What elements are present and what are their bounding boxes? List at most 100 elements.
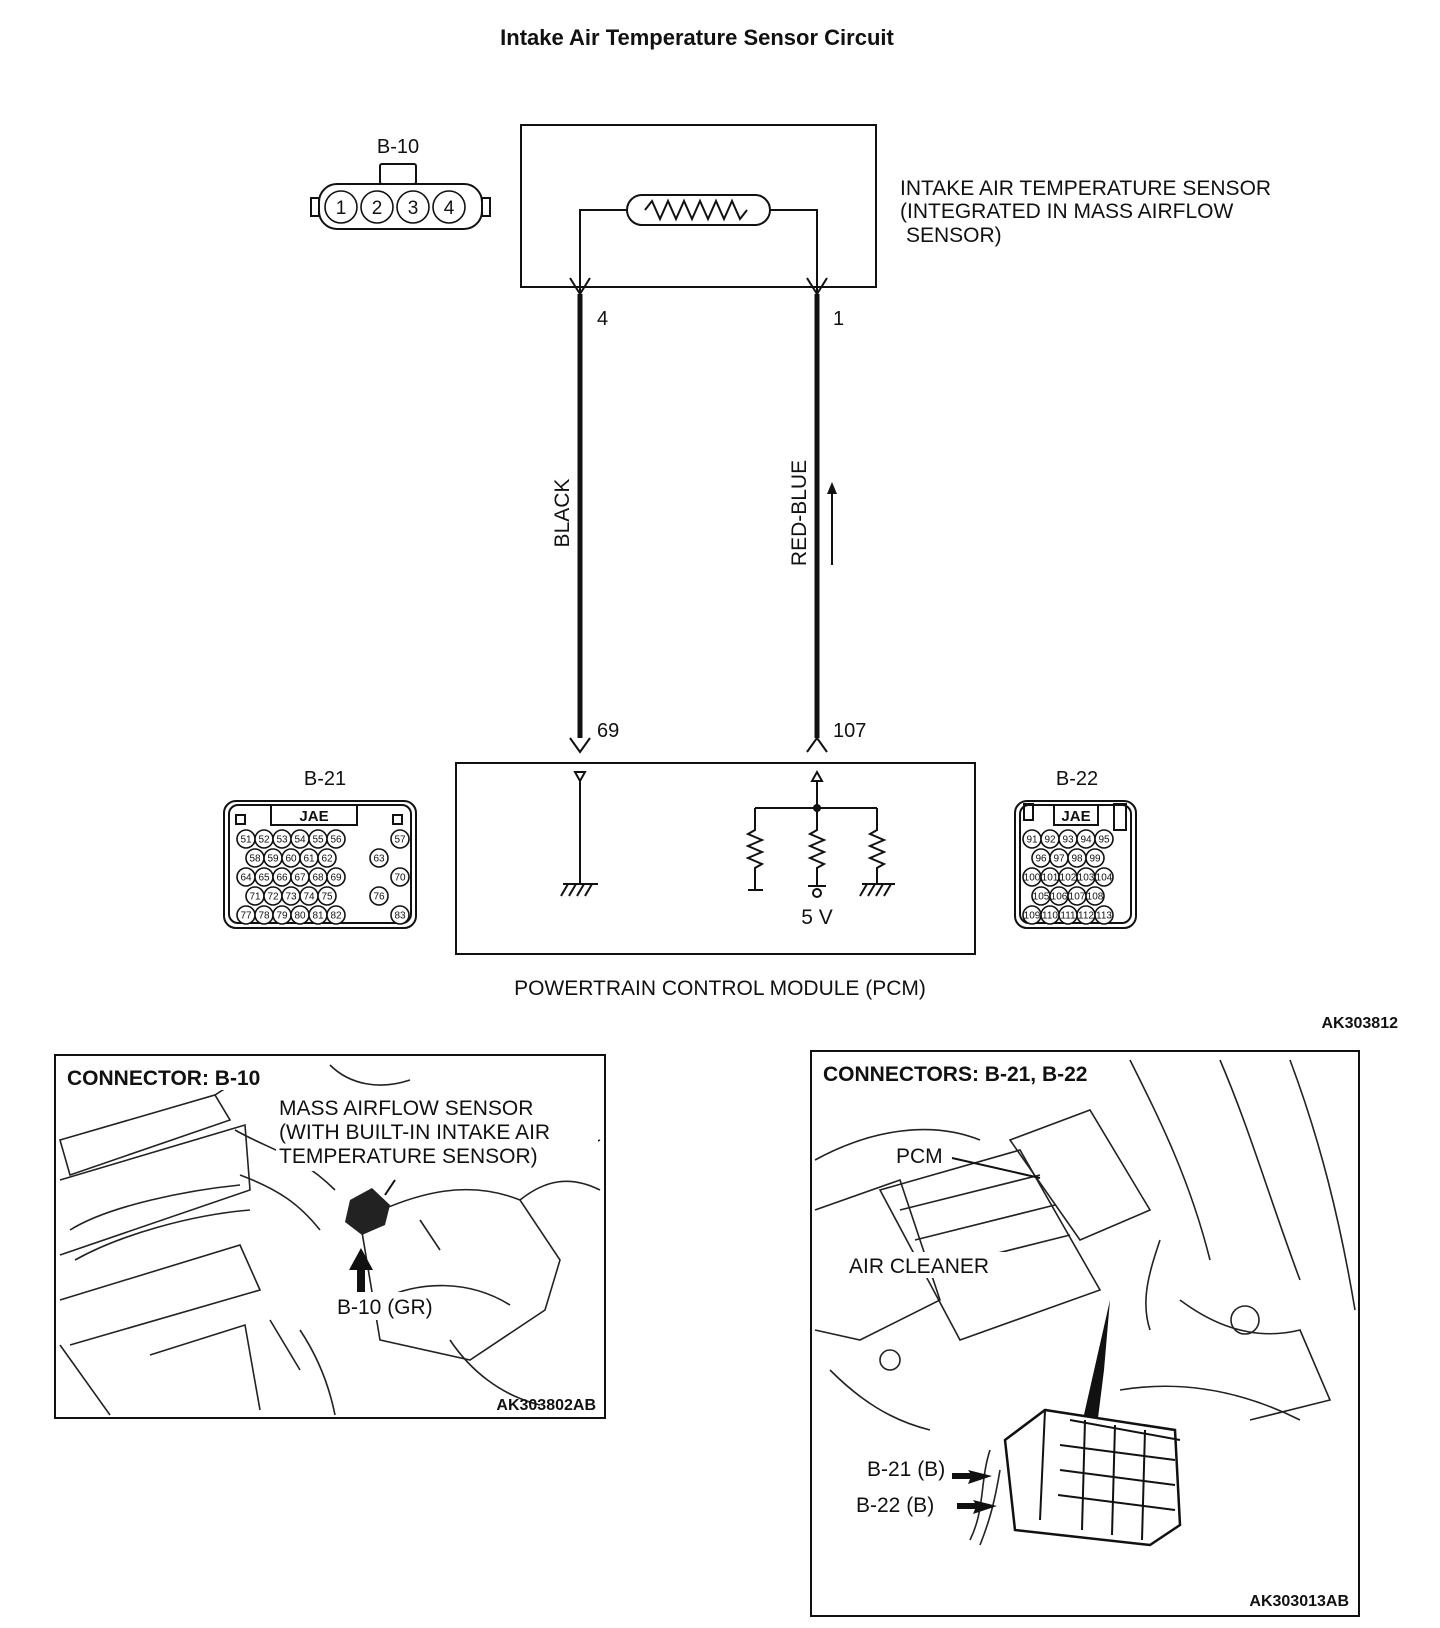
b22-pin-112: 112: [1078, 911, 1094, 922]
b21-pin-51: 51: [240, 835, 252, 846]
intake-air-temperature-sensor: [520, 124, 877, 292]
panel-right-title: CONNECTORS: B-21, B-22: [823, 1063, 1088, 1086]
panel-left-title: CONNECTOR: B-10: [67, 1067, 260, 1090]
pcm-label: POWERTRAIN CONTROL MODULE (PCM): [514, 977, 926, 1000]
b21-pin-59: 59: [267, 854, 279, 865]
b10-pin-3: 3: [408, 198, 419, 219]
b22-pin-96: 96: [1035, 854, 1047, 865]
sensor-label-line2: (INTEGRATED IN MASS AIRFLOW: [900, 200, 1233, 223]
b21-pin-57-circle: [390, 829, 410, 849]
connector-b10-pins: 1 2 3 4: [324, 190, 466, 224]
b22-pin-91: 91: [1026, 835, 1038, 846]
connector-b10-diagram: B-10 1 2 3 4: [310, 136, 491, 230]
pcm-voltage-label: 5 V: [801, 906, 833, 929]
b22-pin-113-circle: [1094, 905, 1114, 925]
b22-pin-108-circle: [1085, 886, 1105, 906]
b21-pin-72: 72: [267, 892, 279, 903]
pcm-pin69-terminal: [573, 771, 587, 784]
b21-pin-65: 65: [258, 873, 270, 884]
wire-red-blue-color-label: RED-BLUE: [788, 460, 811, 566]
pcm-connector-closeup: [969, 1408, 1182, 1547]
pcm-box: 5 V: [455, 762, 976, 955]
wire-black-sensor-pin: 4: [597, 308, 608, 330]
panel-connector-b10-location: CONNECTOR: B-10 MASS AIRFLOW SENSOR (WIT…: [54, 1054, 606, 1419]
connector-b22-maker: JAE: [1061, 808, 1090, 825]
b21-pin-68: 68: [312, 873, 324, 884]
b22-pin-104-circle: [1094, 867, 1114, 887]
b21-pin-56-circle: [326, 829, 346, 849]
b21-pin-54: 54: [294, 835, 306, 846]
b22-pin-94: 94: [1080, 835, 1092, 846]
b22-pin-102: 102: [1060, 873, 1077, 884]
b21-pin-77: 77: [240, 911, 252, 922]
diagram-code: AK303812: [1322, 1015, 1399, 1032]
b21-pin-57: 57: [394, 835, 406, 846]
sensor-label-line1: INTAKE AIR TEMPERATURE SENSOR: [900, 177, 1271, 200]
b22-pin-109: 109: [1024, 911, 1041, 922]
b21-pin-63-circle: [369, 848, 389, 868]
b21-pin-52: 52: [258, 835, 270, 846]
b21-pin-82-circle: [326, 905, 346, 925]
pcm-resistor-middle: 5 V: [801, 808, 833, 929]
b22-pin-110: 110: [1042, 911, 1058, 922]
pcm-resistor-left: [745, 808, 765, 891]
b21-pin-64: 64: [240, 873, 252, 884]
connector-b22-name: B-22: [1056, 768, 1098, 790]
b21-pin-75: 75: [321, 892, 333, 903]
b22-pin-106: 106: [1051, 892, 1068, 903]
b21-pin-71: 71: [249, 892, 261, 903]
pcm-outline: [455, 762, 976, 955]
b22-location-arrow: [957, 1500, 997, 1514]
connector-b10-name: B-10: [377, 136, 419, 158]
panel-right-pcm-label: PCM: [896, 1145, 943, 1168]
b10-pin-4: 4: [444, 198, 455, 219]
b21-pin-78: 78: [258, 911, 270, 922]
panel-left-callout-line3: TEMPERATURE SENSOR): [279, 1145, 538, 1168]
thermistor-body: [626, 194, 771, 226]
b21-pin-70: 70: [394, 873, 406, 884]
b22-pin-100: 100: [1024, 873, 1041, 884]
pcm-resistor-right: [859, 808, 895, 897]
b21-location-arrow: [952, 1470, 992, 1484]
wire-red-blue-sensor-pin: 1: [833, 308, 844, 330]
pcm-ground-icon-right: [859, 883, 895, 897]
connector-b21-name: B-21: [304, 768, 346, 790]
b10-pin-2: 2: [372, 198, 383, 219]
b22-pin-98: 98: [1071, 854, 1083, 865]
b21-pin-75-circle: [317, 886, 337, 906]
panel-left-callout-line1: MASS AIRFLOW SENSOR: [279, 1097, 533, 1120]
wire-red-blue: 1 107 RED-BLUE: [788, 277, 866, 753]
sensor-box: [520, 124, 877, 288]
b22-pin-113: 113: [1096, 911, 1112, 922]
b21-pin-56: 56: [330, 835, 342, 846]
b10-location-arrow: [349, 1248, 373, 1305]
wire-red-blue-bottom-terminal: [806, 736, 828, 753]
b21-pin-79: 79: [276, 911, 288, 922]
panel-left-connector-label: B-10 (GR): [337, 1296, 433, 1319]
b21-pin-58: 58: [249, 854, 261, 865]
pcm-ground-icon: [560, 883, 598, 897]
b10-pin-1: 1: [336, 198, 347, 219]
b21-pin-55: 55: [312, 835, 324, 846]
b22-pin-101: 101: [1042, 873, 1059, 884]
b22-pin-103: 103: [1078, 873, 1095, 884]
panel-connectors-b21-b22-location: CONNECTORS: B-21, B-22 PCM AIR CLEANER B…: [810, 1050, 1360, 1617]
pcm-pin107-terminal: [810, 769, 824, 782]
b21-pin-80: 80: [294, 911, 306, 922]
b21-pin-69-circle: [326, 867, 346, 887]
b21-pin-66: 66: [276, 873, 288, 884]
wire-black-bottom-terminal: [569, 737, 591, 754]
panel-right-b22-label: B-22 (B): [856, 1494, 934, 1517]
zoom-pointer: [1076, 1300, 1110, 1450]
maf-sensor-connector-shape: [345, 1188, 390, 1235]
panel-left-code: AK303802AB: [496, 1397, 596, 1414]
b22-pin-107: 107: [1069, 892, 1086, 903]
panel-left-callout-line2: (WITH BUILT-IN INTAKE AIR: [279, 1121, 550, 1144]
b21-pin-69: 69: [330, 873, 342, 884]
b21-pin-70-circle: [390, 867, 410, 887]
connector-b21-maker: JAE: [299, 808, 328, 825]
b21-pin-76: 76: [373, 892, 385, 903]
engine-bay-illustration-left: [59, 1064, 601, 1416]
